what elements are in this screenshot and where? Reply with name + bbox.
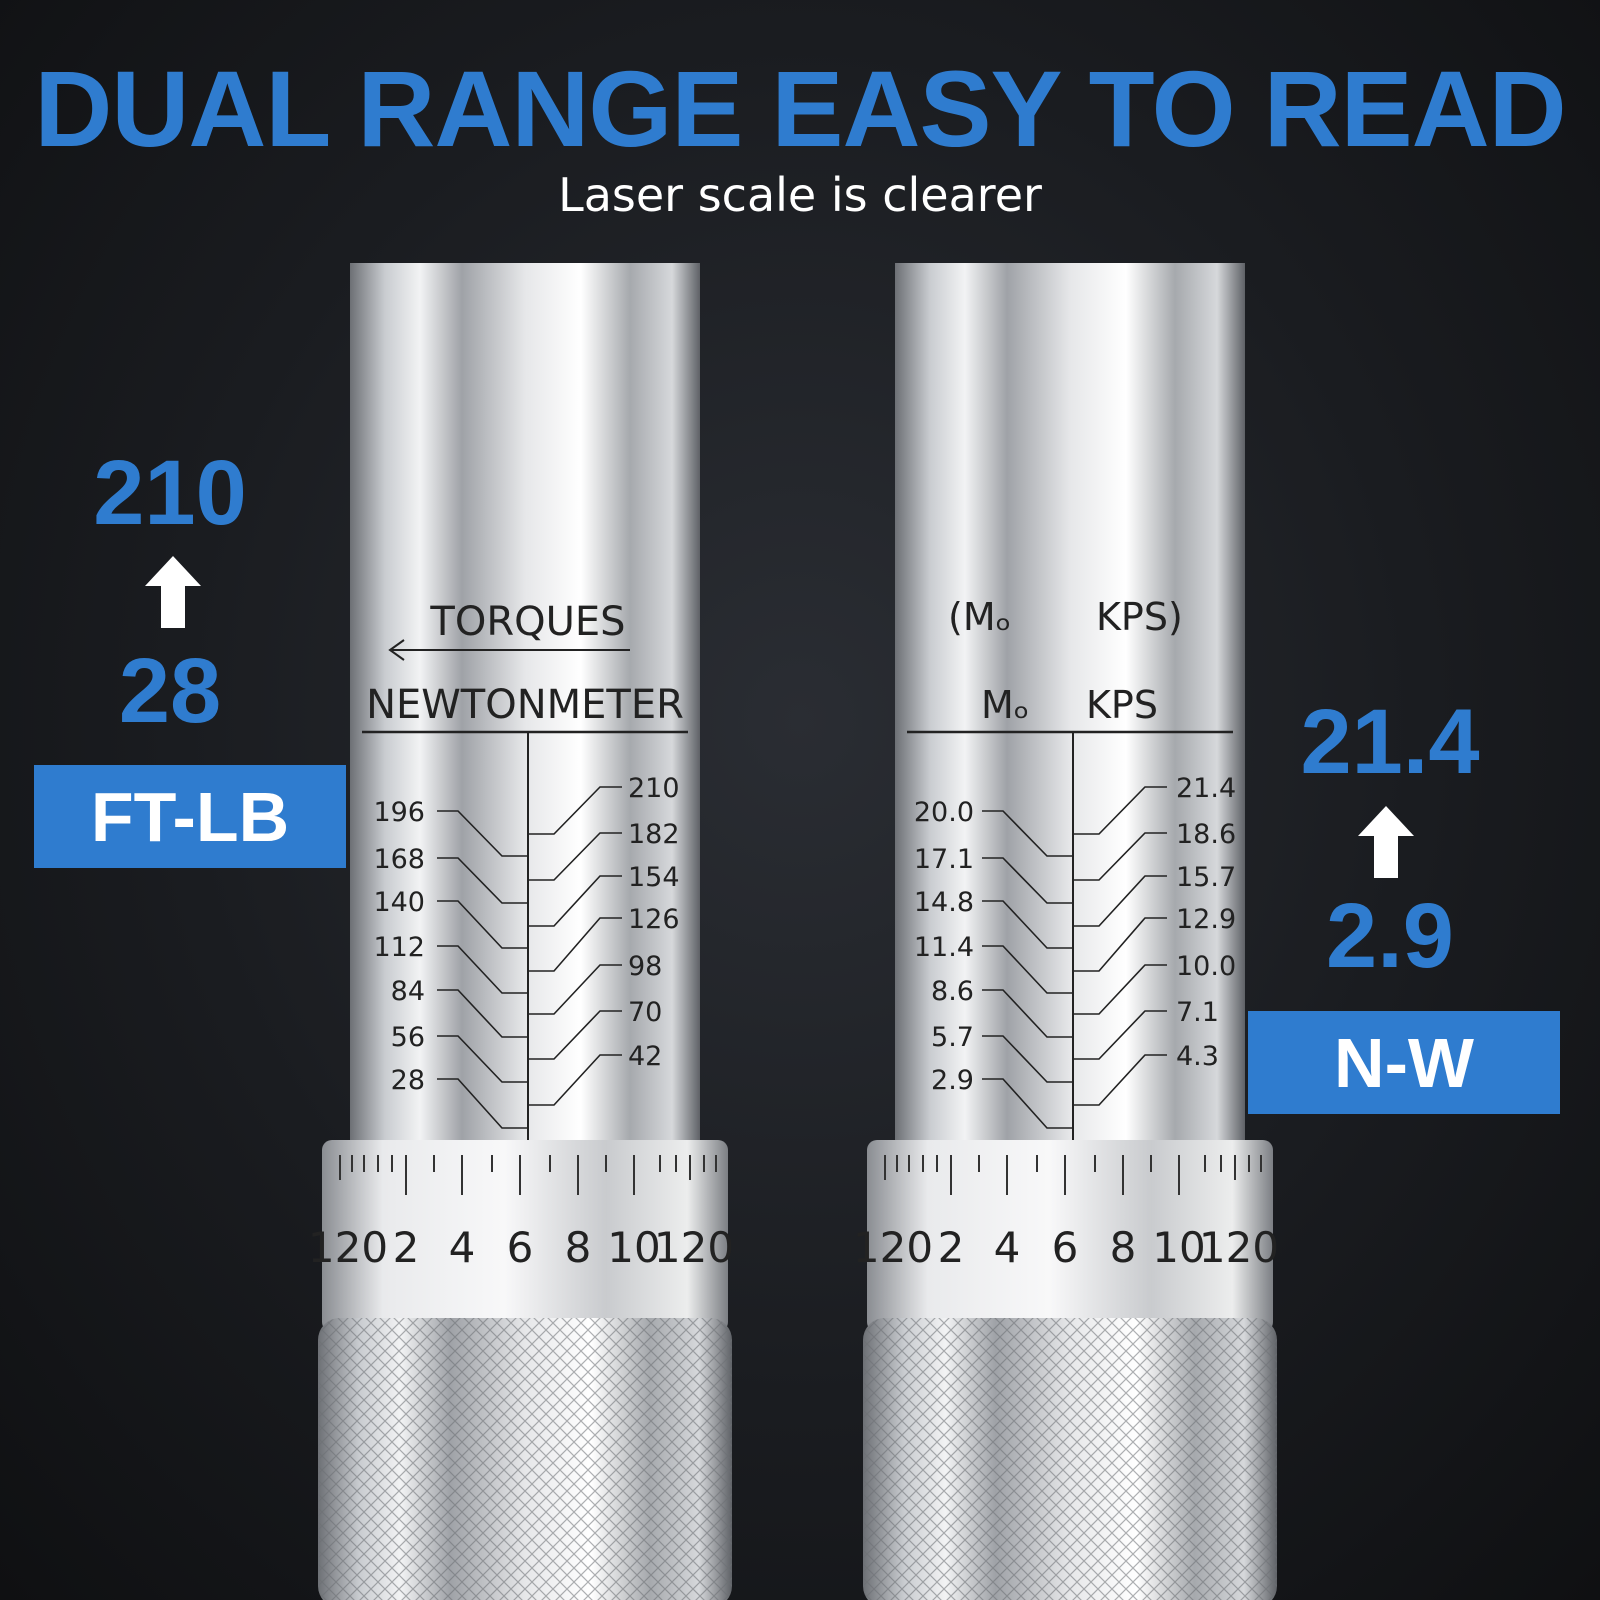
scale-right-3: 154 xyxy=(628,862,680,893)
up-arrow-icon xyxy=(145,556,201,628)
scale-right-7: 4.3 xyxy=(1176,1041,1219,1072)
scale-right-6: 70 xyxy=(628,997,662,1028)
dial-collar xyxy=(867,1140,1273,1332)
mkps-unit-right: KPS xyxy=(1086,683,1158,727)
dial-collar xyxy=(322,1140,728,1332)
wrench-tube xyxy=(350,263,700,1143)
mkps-top-right: KPS) xyxy=(1096,595,1183,639)
scale-left-2: 168 xyxy=(373,844,425,875)
scale-left-4: 11.4 xyxy=(914,932,974,963)
newtonmeter-label: NEWTONMETER xyxy=(366,682,684,728)
mkps-top-left: (Mₒ xyxy=(948,595,1011,639)
dial-number: 4 xyxy=(449,1223,476,1272)
scale-right-5: 10.0 xyxy=(1176,951,1236,982)
scale-left-7: 28 xyxy=(391,1065,425,1096)
dial-number: 2 xyxy=(393,1223,420,1272)
scale-left-2: 17.1 xyxy=(914,844,974,875)
scale-left-4: 112 xyxy=(373,932,425,963)
scale-right-2: 18.6 xyxy=(1176,819,1236,850)
scale-right-6: 7.1 xyxy=(1176,997,1219,1028)
dial-number: 120 xyxy=(1199,1223,1279,1272)
left-wrench-labels: TORQUES NEWTONMETER 196 168 140 112 84 5… xyxy=(308,599,734,1272)
dial-number: 120 xyxy=(308,1223,388,1272)
left-min-value: 28 xyxy=(118,640,222,742)
scale-right-4: 126 xyxy=(628,904,680,935)
scale-right-2: 182 xyxy=(628,819,680,850)
right-min-value: 2.9 xyxy=(1326,885,1454,987)
left-max-value: 210 xyxy=(93,442,247,544)
scale-left-3: 14.8 xyxy=(914,887,974,918)
unit-badge-ftlb: FT-LB xyxy=(34,765,346,868)
scale-left-6: 5.7 xyxy=(931,1022,974,1053)
dial-number: 120 xyxy=(654,1223,734,1272)
scale-right-5: 98 xyxy=(628,951,662,982)
dial-number: 2 xyxy=(938,1223,965,1272)
dial-number: 8 xyxy=(565,1223,592,1272)
scale-right-1: 210 xyxy=(628,773,680,804)
right-max-value: 21.4 xyxy=(1300,691,1480,793)
dial-number: 6 xyxy=(1052,1223,1079,1272)
scale-left-1: 20.0 xyxy=(914,797,974,828)
scale-right-7: 42 xyxy=(628,1041,662,1072)
scale-right-4: 12.9 xyxy=(1176,904,1236,935)
scale-left-5: 84 xyxy=(391,976,425,1007)
scale-left-1: 196 xyxy=(373,797,425,828)
scale-left-5: 8.6 xyxy=(931,976,974,1007)
up-arrow-icon xyxy=(1358,806,1414,878)
headline-subtitle: Laser scale is clearer xyxy=(558,168,1042,222)
left-wrench xyxy=(318,263,732,1600)
dial-number: 6 xyxy=(507,1223,534,1272)
dial-number: 4 xyxy=(994,1223,1021,1272)
scale-right-3: 15.7 xyxy=(1176,862,1236,893)
scale-left-3: 140 xyxy=(373,887,425,918)
wrench-tube xyxy=(895,263,1245,1143)
dial-number: 10 xyxy=(1152,1223,1205,1272)
scale-right-1: 21.4 xyxy=(1176,773,1236,804)
scale-left-6: 56 xyxy=(391,1022,425,1053)
dial-number: 8 xyxy=(1110,1223,1137,1272)
mkps-unit-left: Mₒ xyxy=(981,683,1030,727)
headline-title: DUAL RANGE EASY TO READ xyxy=(34,48,1566,169)
dial-number: 10 xyxy=(607,1223,660,1272)
right-wrench-labels: (Mₒ KPS) Mₒ KPS 20.0 17.1 14.8 11.4 8.6 … xyxy=(853,595,1279,1272)
dial-number: 120 xyxy=(853,1223,933,1272)
unit-badge-nw: N-W xyxy=(1248,1011,1560,1114)
scale-left-7: 2.9 xyxy=(931,1065,974,1096)
right-wrench xyxy=(863,263,1277,1600)
torques-label: TORQUES xyxy=(429,599,625,645)
